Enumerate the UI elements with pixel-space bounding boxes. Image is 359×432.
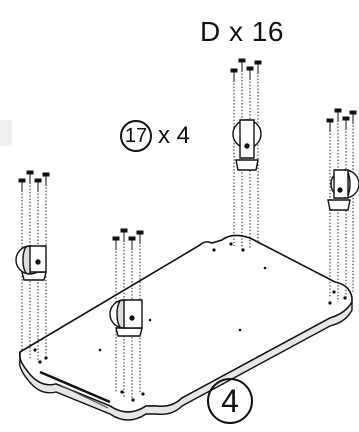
caster-back <box>232 119 262 171</box>
caster-quantity-label: 17 x 4 <box>120 120 190 152</box>
caster-left <box>15 245 47 281</box>
step-number: 4 <box>207 378 253 424</box>
screw-quantity-label: D x 16 <box>200 16 284 47</box>
caster-right <box>327 169 359 211</box>
screws <box>18 58 357 250</box>
caster-quantity-text: x 4 <box>158 122 191 149</box>
board-edge <box>18 301 353 421</box>
caster-front <box>109 299 143 337</box>
caster-part-number: 17 <box>120 120 152 152</box>
scan-artifact <box>0 120 12 146</box>
